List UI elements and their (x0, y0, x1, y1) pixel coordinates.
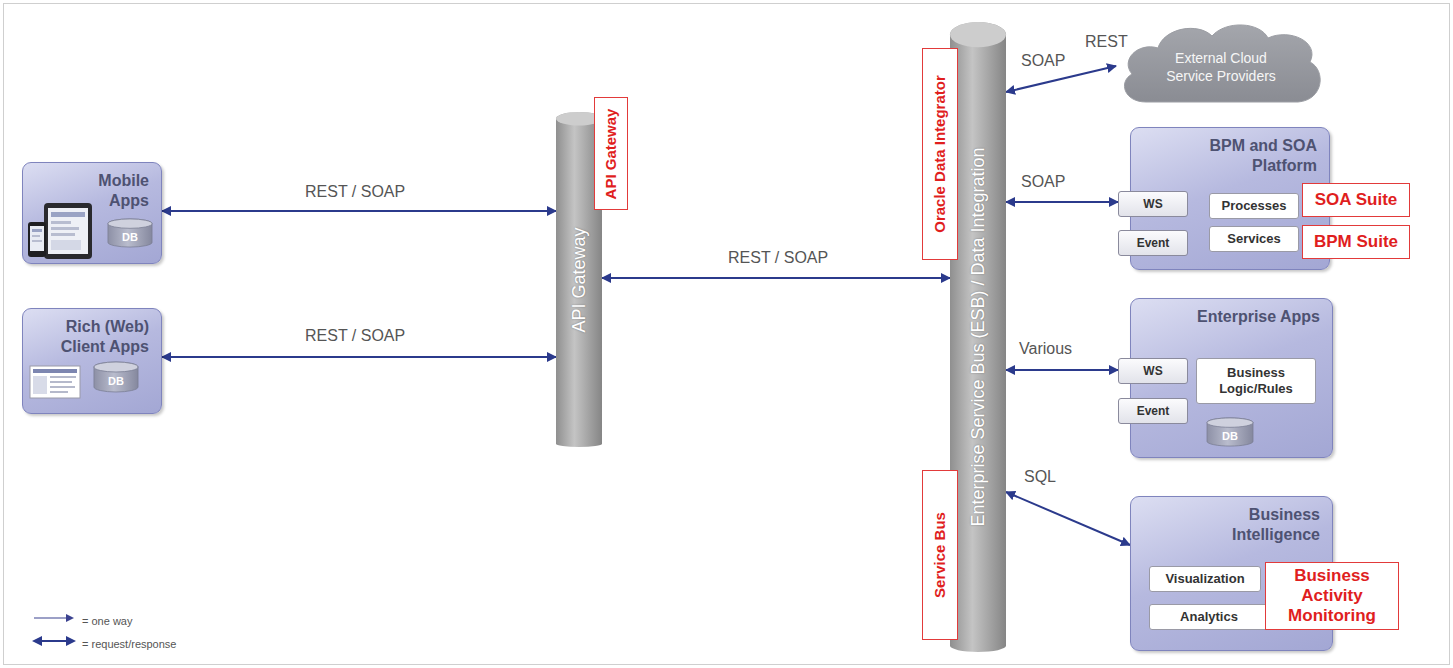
component-box: Services (1209, 226, 1299, 252)
component-box: Visualization (1149, 566, 1261, 592)
callout-text: Business Activity Monitoring (1270, 566, 1394, 626)
request-response-arrow (1006, 492, 1130, 545)
product-callout: Business Activity Monitoring (1265, 562, 1399, 630)
protocol-label: SQL (1021, 468, 1059, 486)
database-label: DB (122, 231, 138, 243)
product-callout: Service Bus (922, 470, 958, 640)
legend-text: = request/response (82, 638, 176, 650)
interface-label: WS (1143, 197, 1162, 211)
bus-pillar: Enterprise Service Bus (ESB) / Data Inte… (950, 22, 1006, 652)
box-title: Rich (Web) Client Apps (49, 317, 149, 357)
product-callout: SOA Suite (1302, 183, 1410, 217)
interface-tag: WS (1118, 191, 1188, 217)
component-label: Services (1227, 231, 1281, 247)
protocol-label: Various (1016, 340, 1075, 358)
database-cylinder: DB (93, 361, 139, 393)
product-callout: BPM Suite (1302, 225, 1410, 259)
component-label: Processes (1221, 198, 1286, 214)
cloud-shape: External Cloud Service Providers (1116, 18, 1326, 108)
application-box: Enterprise AppsWS Business Logic/RulesEve… (1130, 298, 1333, 458)
application-box: Rich (Web) Client AppsDB (22, 308, 162, 414)
component-box: Processes (1209, 193, 1299, 219)
application-box: BPM and SOA PlatformWS ProcessesEvent Serv… (1130, 127, 1330, 270)
callout-text: Service Bus (931, 512, 949, 598)
protocol-label: REST / SOAP (302, 183, 408, 201)
box-title: Mobile Apps (77, 171, 149, 211)
interface-tag: Event (1118, 230, 1188, 256)
interface-tag: Event (1118, 398, 1188, 424)
request-response-arrow (1006, 369, 1118, 371)
box-title: Business Intelligence (1200, 505, 1320, 545)
pillar-label: Enterprise Service Bus (ESB) / Data Inte… (968, 147, 988, 526)
request-response-arrow (602, 277, 950, 279)
protocol-label: SOAP (1018, 52, 1068, 70)
component-label: Visualization (1165, 571, 1244, 587)
pillar-label: API Gateway (569, 227, 589, 332)
callout-text: Oracle Data Integrator (931, 75, 949, 233)
component-box: Analytics (1149, 604, 1269, 630)
mobile-devices-icon (28, 203, 92, 259)
product-callout: Oracle Data Integrator (922, 48, 958, 260)
interface-label: Event (1137, 236, 1170, 250)
box-title: Enterprise Apps (1150, 307, 1320, 327)
legend-text: = one way (82, 615, 132, 627)
protocol-label: REST / SOAP (725, 249, 831, 267)
web-client-screenshot (30, 366, 80, 398)
component-label: Analytics (1180, 609, 1238, 625)
callout-text: API Gateway (602, 108, 620, 199)
database-cylinder: DB (107, 218, 153, 248)
request-response-arrow (162, 356, 556, 358)
protocol-label: REST (1082, 33, 1131, 51)
request-response-arrow (162, 210, 556, 212)
cloud-label: External Cloud Service Providers (1160, 49, 1282, 85)
interface-tag: WS (1118, 358, 1188, 384)
database-label: DB (1222, 430, 1238, 442)
request-response-arrow (1006, 201, 1118, 203)
box-title: BPM and SOA Platform (1157, 136, 1317, 176)
legend-samples (32, 614, 76, 646)
product-callout: API Gateway (594, 97, 628, 210)
database-label: DB (108, 375, 124, 387)
callout-text: BPM Suite (1314, 232, 1398, 252)
application-box: Mobile AppsDB (22, 162, 162, 264)
component-label: Business Logic/Rules (1201, 365, 1311, 397)
callout-text: SOA Suite (1315, 190, 1398, 210)
component-box: Business Logic/Rules (1196, 358, 1316, 404)
protocol-label: REST / SOAP (302, 327, 408, 345)
interface-label: WS (1143, 364, 1162, 378)
interface-label: Event (1137, 404, 1170, 418)
database-cylinder: DB (1206, 417, 1254, 447)
protocol-label: SOAP (1018, 173, 1068, 191)
